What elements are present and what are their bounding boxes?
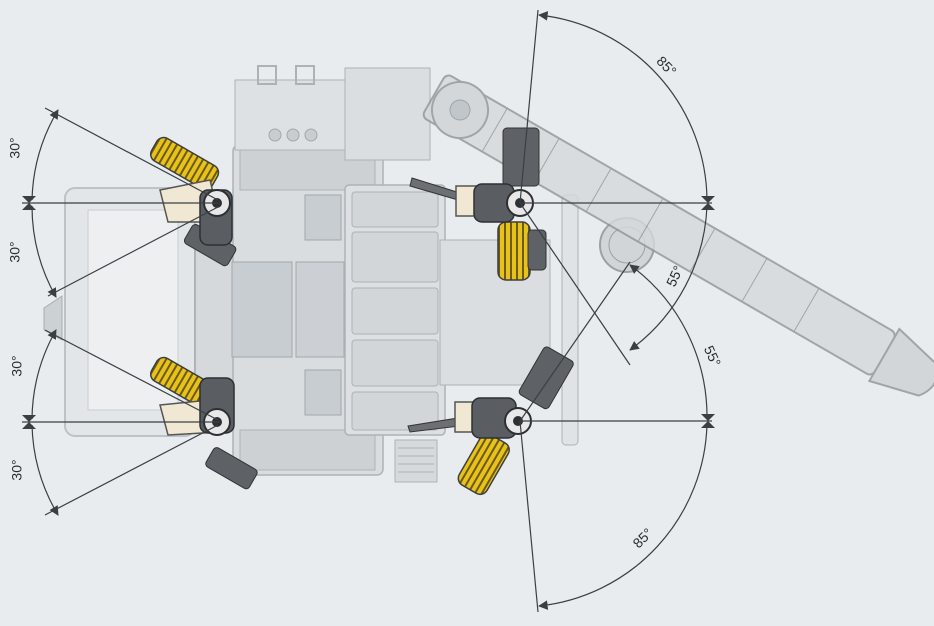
track-unit-right-lower — [407, 346, 574, 496]
dimension-lines — [22, 9, 712, 613]
angle-label-front-left-lower: 30° — [6, 241, 23, 263]
angle-label-front-left-upper: 30° — [6, 137, 23, 159]
angle-label-rear-left-lower: 30° — [8, 459, 25, 481]
dimension-ticks — [22, 196, 715, 429]
conveyor-boom — [422, 74, 934, 397]
machine-body — [43, 65, 655, 483]
angle-label-rear-left-upper: 30° — [8, 355, 25, 377]
track-unit-right-upper — [409, 127, 547, 281]
